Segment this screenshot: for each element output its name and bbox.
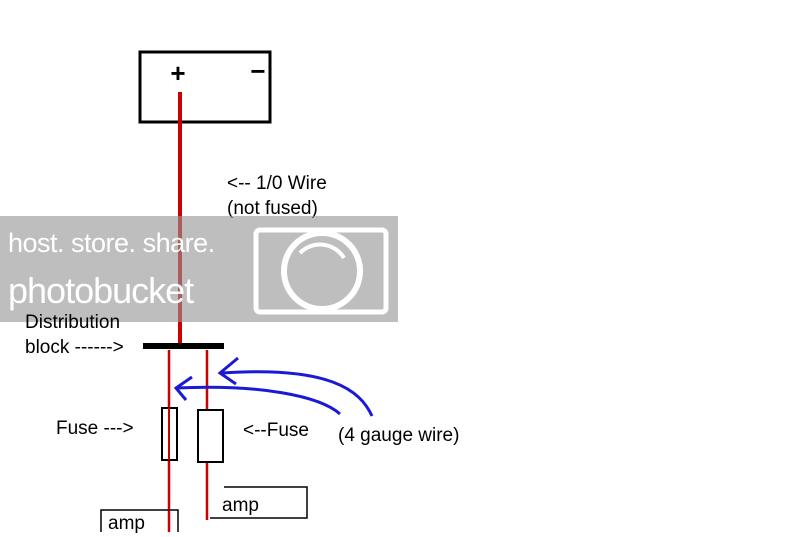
main-wire-label-line2: (not fused): [227, 198, 318, 219]
amp-left-label: amp: [108, 513, 145, 534]
battery-negative-terminal: −: [250, 56, 265, 86]
gauge-wire-label: (4 gauge wire): [338, 425, 460, 446]
left-amp-box: [100, 509, 179, 532]
gauge-arrow-upper-head: [217, 356, 239, 386]
battery-positive-terminal: +: [170, 58, 185, 88]
watermark-tagline: host. store. share.: [8, 228, 215, 258]
gauge-arrow-upper: [221, 370, 374, 417]
right-amp-box: [210, 486, 308, 519]
fuse-left-label: Fuse --->: [56, 418, 134, 439]
right-fuse: [197, 409, 224, 463]
battery-box: [138, 50, 272, 124]
gauge-arrow-lower: [175, 385, 342, 416]
distribution-label-line2: block ------>: [25, 337, 124, 358]
distribution-label-line1: Distribution: [25, 312, 121, 333]
gauge-arrow-lower-head: [173, 375, 193, 401]
camera-icon: [253, 227, 389, 315]
watermark-brand: photobucket: [8, 270, 194, 311]
amp-right-label: amp: [222, 495, 259, 516]
fuse-right-label: <--Fuse: [243, 420, 309, 441]
main-wire-label-line1: <-- 1/0 Wire: [227, 173, 327, 194]
